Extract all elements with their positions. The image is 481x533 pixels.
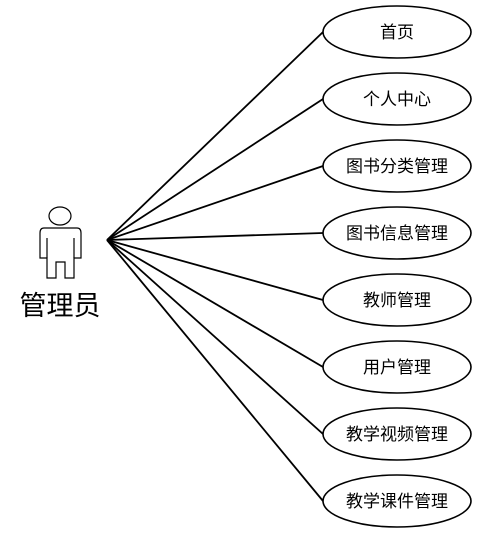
actor-label: 管理员 <box>20 291 101 322</box>
use-case-7: 教学课件管理 <box>322 474 472 528</box>
use-case-5: 用户管理 <box>322 340 472 394</box>
association-line-2 <box>106 165 324 241</box>
use-case-label: 图书信息管理 <box>346 224 448 244</box>
association-line-3 <box>106 232 324 241</box>
use-case-2: 图书分类管理 <box>322 139 472 193</box>
use-case-3: 图书信息管理 <box>322 206 472 260</box>
use-case-1: 个人中心 <box>322 72 472 126</box>
use-case-6: 教学视频管理 <box>322 407 472 461</box>
association-line-7 <box>106 239 324 502</box>
person-icon <box>39 206 82 279</box>
use-case-0: 首页 <box>322 5 472 59</box>
use-case-label: 用户管理 <box>363 358 431 378</box>
association-line-0 <box>106 31 324 241</box>
use-case-label: 教学课件管理 <box>346 492 448 512</box>
association-line-6 <box>106 239 324 435</box>
use-case-label: 图书分类管理 <box>346 157 448 177</box>
use-case-label: 首页 <box>380 23 414 43</box>
use-case-label: 教学视频管理 <box>346 425 448 445</box>
actor: 管理员 <box>20 206 101 322</box>
use-case-label: 个人中心 <box>363 90 431 110</box>
association-lines <box>106 31 324 502</box>
use-case-4: 教师管理 <box>322 273 472 327</box>
association-line-5 <box>106 239 324 368</box>
association-line-4 <box>106 239 324 301</box>
use-case-label: 教师管理 <box>363 291 431 311</box>
association-line-1 <box>106 98 324 241</box>
